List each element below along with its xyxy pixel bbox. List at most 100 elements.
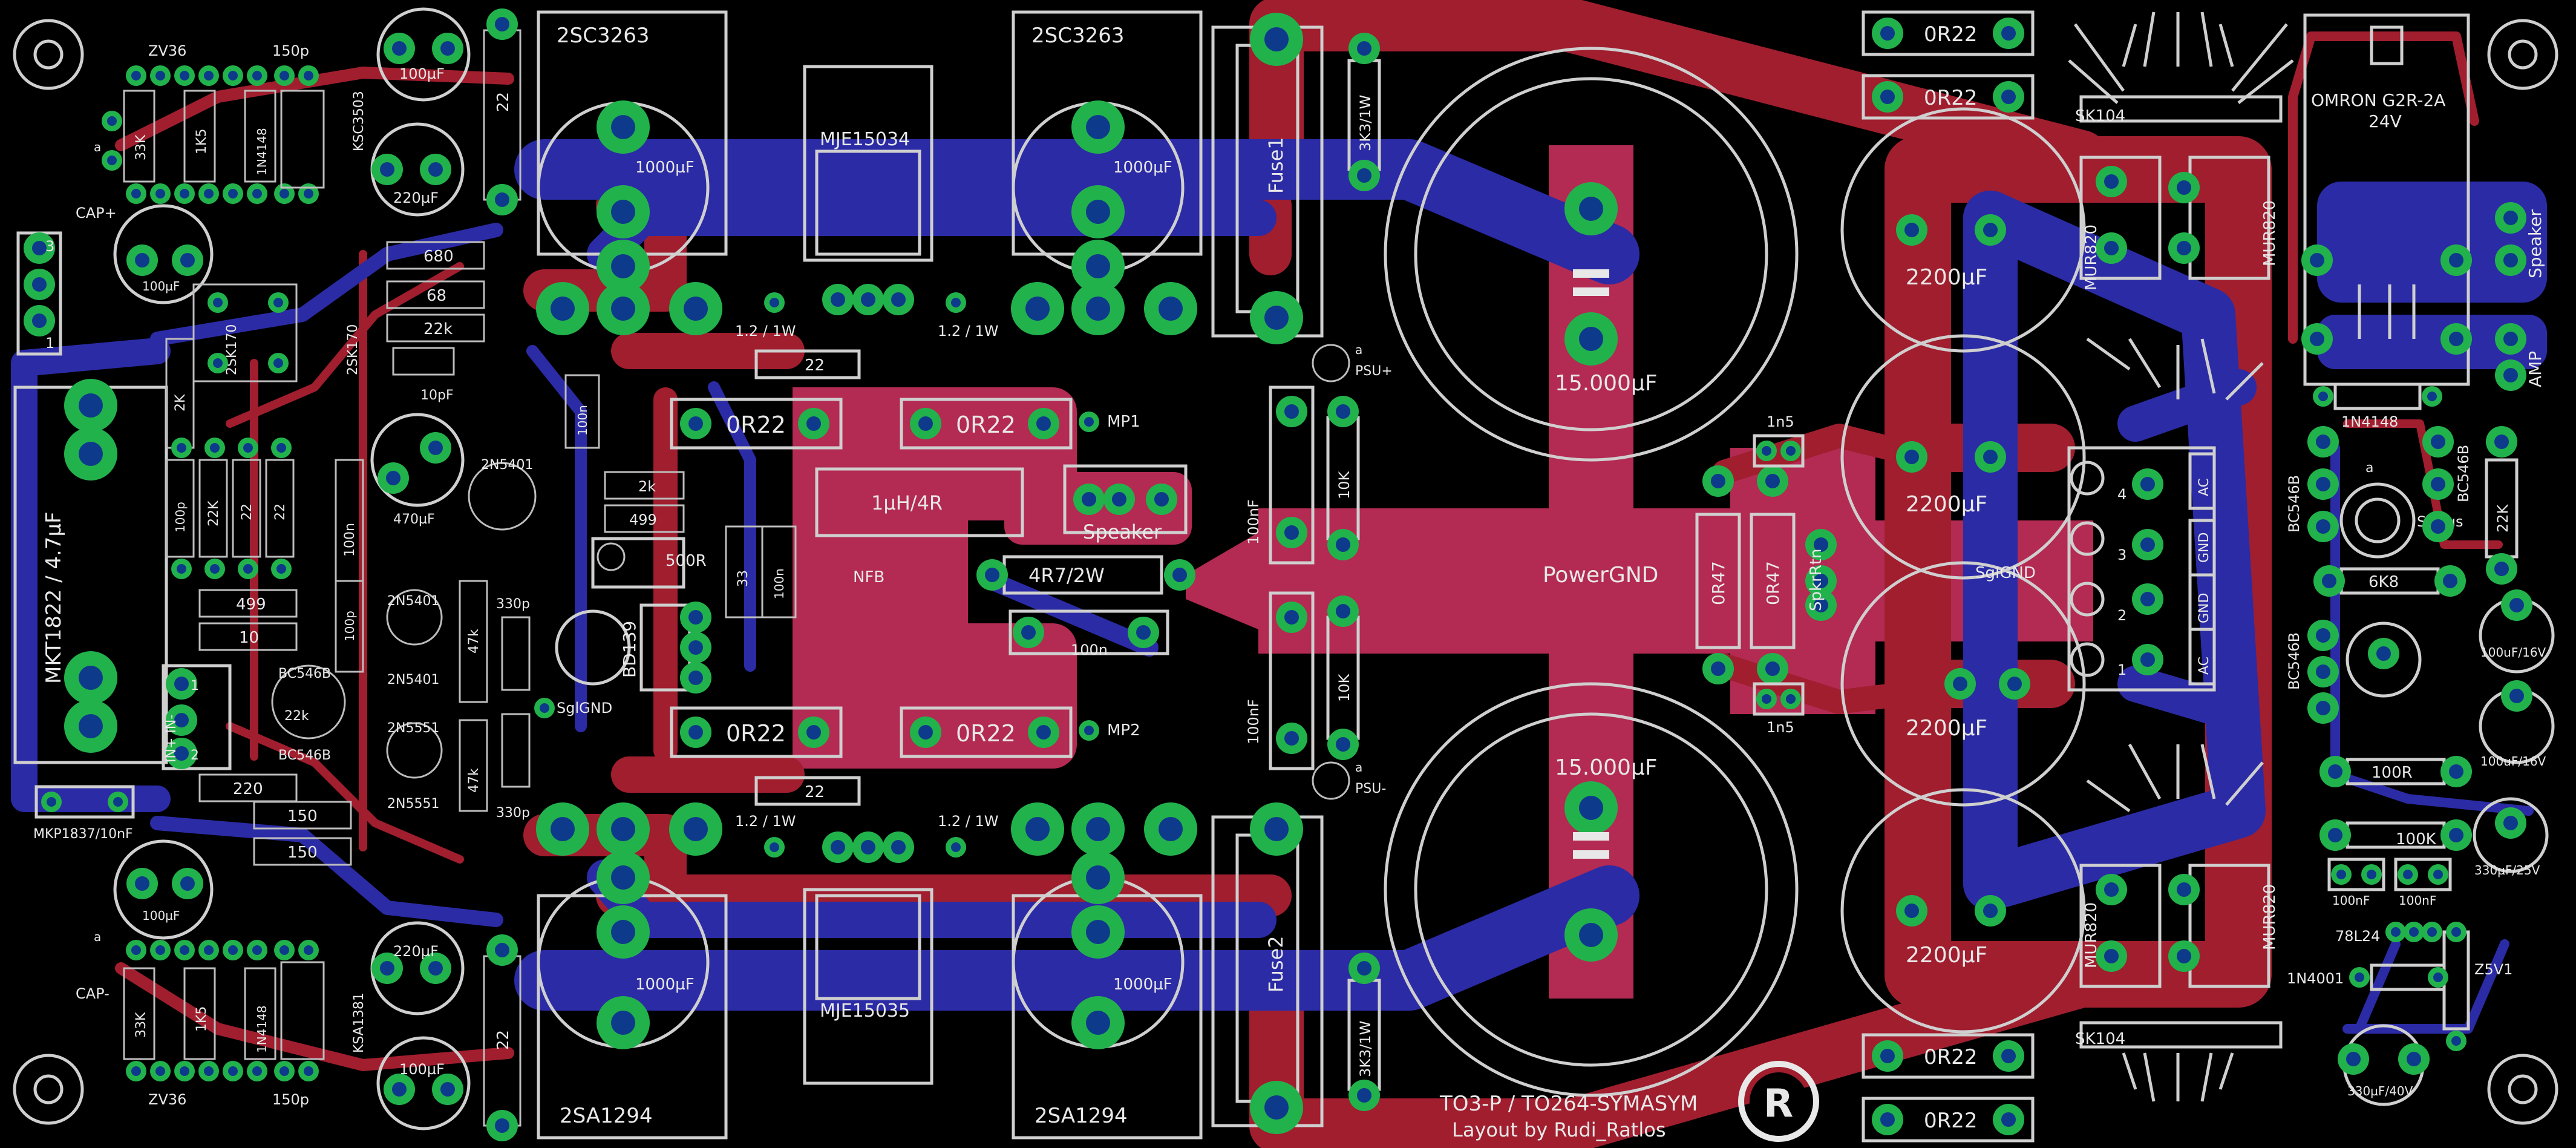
fuse-bottom: Fuse2: [1211, 802, 1324, 1134]
r47k-2: 47k: [466, 768, 482, 793]
in-conn-n2: 2: [191, 748, 199, 763]
r499-bias: 499: [629, 511, 657, 528]
res-1w-label-2: 1.2 / 1W: [938, 323, 999, 339]
mur820-3: MUR820: [2082, 902, 2100, 968]
r22-tall-top: 22: [494, 92, 512, 112]
relay-driver: 1N4148 BC546B a Status BC546B 22K 6K8 BC…: [2286, 382, 2555, 1106]
c1n5-bot: 1n5: [1767, 719, 1794, 736]
filter-cap-top: 15.000µF: [1384, 47, 1799, 462]
r22-front-2: 22: [273, 503, 288, 520]
c100nf-bot: 100nF: [1245, 699, 1262, 744]
r22K-front: 22K: [206, 500, 221, 526]
in-conn-n3: 3: [45, 238, 54, 255]
j2sk170-2: 2SK170: [345, 324, 361, 375]
relay-amp-label: AMP: [2525, 351, 2545, 387]
cap-minus-label: CAP-: [76, 985, 110, 1002]
relay-status-a: a: [2365, 461, 2373, 476]
r33-bias: 33: [736, 570, 751, 587]
fuse-top: Fuse1: [1211, 13, 1324, 344]
vas-middle-cluster: 470µF 100n 2N5401 2N5401 2N5401 2N5551 2…: [335, 413, 612, 821]
c100uf-front-4: 100µF: [399, 1061, 445, 1078]
r33k-bot: 33K: [134, 1012, 149, 1038]
q2n5401-1: 2N5401: [481, 458, 533, 473]
in-label: IN+ IN-: [164, 715, 179, 763]
cap2200-2: 2200µF: [1906, 492, 1987, 517]
q-top-left-cap-label: 1000µF: [635, 159, 695, 177]
r10k-bot: 10K: [1336, 673, 1353, 702]
output-transistor-bottom-left: 2SA1294 1000µF: [537, 851, 728, 1140]
r33k-top: 33K: [134, 134, 149, 160]
ksa-bot: KSA1381: [351, 992, 367, 1053]
ltp-jfet-stage: 2SK170 2SK170 680 68 22k 10pF 2K: [165, 241, 485, 449]
big-cap-top-label: 15.000µF: [1555, 371, 1658, 396]
q2n5401-2: 2N5401: [387, 594, 439, 609]
relay-voltage: 24V: [2368, 111, 2402, 131]
term-num-2: 2: [2117, 607, 2127, 624]
cap-plus-label: CAP+: [76, 205, 117, 221]
rail-filter-parts: 100nF 10K 100nF 10K a PSU+ a PSU-: [1245, 343, 1393, 800]
r2k-front: 2K: [173, 394, 188, 412]
cap-plus-a: a: [94, 140, 101, 154]
q-bot-right-label: 2SA1294: [1035, 1104, 1128, 1128]
heatsink-top: SK104 MUR820 MUR820: [2068, 11, 2294, 401]
term-gnd-1: GND: [2197, 533, 2212, 563]
c10pf: 10pF: [420, 388, 454, 403]
cap2200-1: 2200µF: [1906, 265, 1987, 290]
output-inductor: 1µH/4R: [815, 467, 1024, 537]
r10-front: 10: [239, 629, 259, 647]
relay-z5v1: Z5V1: [2474, 961, 2512, 978]
relay: OMRON G2R-2A 24V Speaker AMP: [2301, 13, 2545, 391]
q2n5401-3: 2N5401: [387, 672, 439, 687]
filter-cap-bottom: 15.000µF: [1384, 682, 1799, 1097]
term-num-1: 1: [2117, 661, 2127, 678]
input-mkt-label: MKT1822 / 4.7µF: [42, 511, 66, 684]
relay-c330-40: 330µF/40V: [2347, 1084, 2413, 1098]
r47k-1: 47k: [466, 629, 482, 654]
relay-r6k8: 6K8: [2368, 573, 2399, 591]
front-resistor-bank: 100p 22K 22 22 499 10 BC546B 22k BC546B …: [165, 438, 352, 866]
sk104-top: SK104: [2075, 107, 2125, 125]
r22k-front-b: 22k: [284, 709, 309, 724]
relay-name: OMRON G2R-2A: [2311, 90, 2445, 110]
driver-transistor-top: MJE15034: [803, 65, 933, 315]
fuse-series-resistors: 3K3/1W 3K3/1W: [1347, 33, 1381, 1111]
input-capacitor: MKT1822 / 4.7µF MKP1837/10nF 3 1 IN+ IN-…: [13, 231, 232, 842]
relay-c330-25: 330µF/25V: [2474, 863, 2540, 877]
q-top-left-label: 2SC3263: [557, 24, 649, 48]
zobel-resistor: 4R7/2W 100n: [976, 555, 1195, 658]
zobel-c-label: 100n: [1071, 641, 1108, 658]
input-mkp-label: MKP1837/10nF: [33, 827, 133, 842]
c100uf-front-2: 100µF: [399, 65, 445, 82]
sk104-bot: SK104: [2075, 1030, 2125, 1048]
emitter-r-3: 0R22: [726, 720, 786, 747]
c100n-bias: 100n: [575, 405, 590, 436]
vas-bottom-cluster: ZV36 150p 33K 1K5 1N4148 KSA1381 a CAP- …: [76, 839, 521, 1141]
ground-lift-network: 0R47 0R47 1n5 1n5 SpkrRtn SglGND: [1695, 413, 2036, 736]
board-credit: Layout by Rudi_Ratlos: [1452, 1118, 1666, 1141]
q-bot-left-label: 2SA1294: [560, 1104, 653, 1128]
rail-r-1: 0R22: [1924, 22, 1978, 47]
reservoir-caps: 2200µF 2200µF 2200µF 2200µF: [1840, 107, 2086, 1034]
emitter-r-4: 0R22: [956, 720, 1016, 747]
r220-front: 220: [233, 780, 263, 798]
res-1w-label-3: 1.2 / 1W: [735, 813, 796, 830]
heatsink-bottom: SK104 MUR820 MUR820: [2075, 743, 2283, 1102]
r2k-bias: 2k: [638, 478, 656, 495]
d1n4148-bot: 1N4148: [255, 1005, 269, 1053]
emitter-r-2: 0R22: [956, 412, 1016, 438]
bc546-front-1: BC546B: [278, 666, 331, 681]
c100uf-front-1: 100µF: [142, 279, 180, 294]
term-gnd-2: GND: [2197, 593, 2212, 623]
fuse2-label: Fuse2: [1264, 936, 1287, 992]
emitter-r-1: 0R22: [726, 412, 786, 438]
r10k-top: 10K: [1336, 470, 1353, 499]
relay-r100: 100R: [2372, 764, 2413, 782]
c330p-1: 330p: [496, 597, 530, 612]
c470uf: 470µF: [393, 512, 435, 527]
output-transistor-top-right: 2SC3263 1000µF: [1012, 10, 1203, 293]
mp2-label: MP2: [1107, 721, 1140, 740]
ksc-top: KSC3503: [351, 91, 367, 151]
logo-letter: R: [1764, 1081, 1793, 1126]
term-ac-1: AC: [2197, 478, 2212, 496]
spkrtn-label: SpkrRtn: [1807, 549, 1825, 612]
